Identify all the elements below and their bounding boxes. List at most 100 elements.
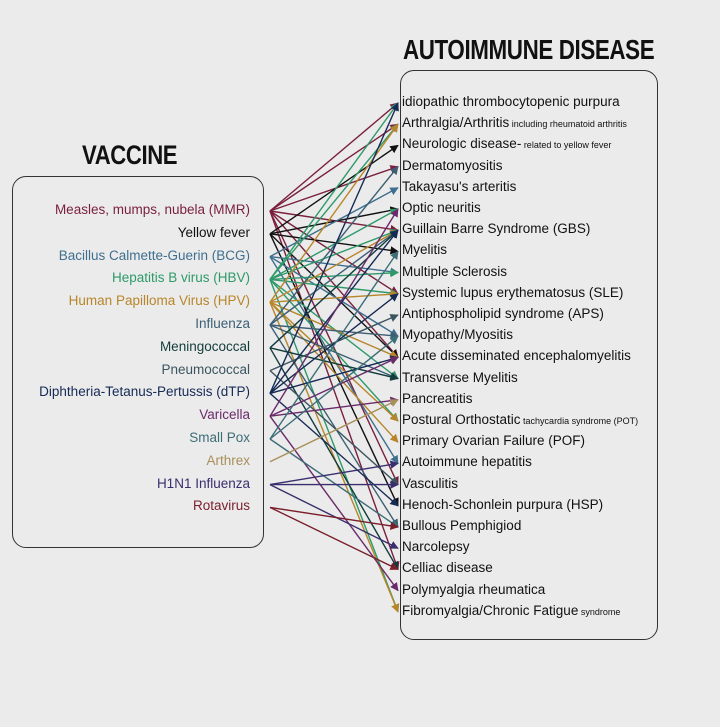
disease-item: Narcolepsy <box>402 539 470 554</box>
disease-label: Vasculitis <box>402 475 459 491</box>
connection-arrow <box>269 396 399 417</box>
disease-label: Myelitis <box>402 242 448 258</box>
disease-item: Systemic lupus erythematosus (SLE) <box>402 285 623 300</box>
disease-item: Celliac disease <box>402 560 493 575</box>
connection-arrow <box>269 210 399 295</box>
disease-item: Postural Orthostatic tachycardia syndrom… <box>402 412 638 427</box>
disease-label: Postural Orthostatic <box>402 412 521 427</box>
disease-label: Primary Ovarian Failure (POF) <box>402 433 586 449</box>
vaccine-item: Rotavirus <box>192 498 250 514</box>
connection-arrow <box>269 102 399 212</box>
vaccine-box <box>12 176 264 548</box>
connection-arrow <box>269 301 399 613</box>
disease-item: Transverse Myelitis <box>402 370 518 385</box>
disease-item: Acute disseminated encephalomyelitis <box>402 348 631 363</box>
connection-arrow <box>269 229 399 349</box>
connection-arrow <box>269 250 399 440</box>
connection-arrow <box>269 392 399 507</box>
connection-arrow <box>269 278 399 380</box>
connection-arrow <box>269 355 399 395</box>
connection-arrow <box>269 324 399 528</box>
disease-label: Acute disseminated encephalomyelitis <box>402 348 631 364</box>
connection-arrow <box>269 399 399 463</box>
connection-arrow <box>269 335 399 440</box>
disease-label: Arthralgia/Arthritis <box>402 115 510 131</box>
connection-arrow <box>269 233 399 255</box>
vaccine-item: Bacillus Calmette-Guerin (BCG) <box>58 247 250 263</box>
vaccine-item: Pneumococcal <box>161 361 250 377</box>
vaccine-item: H1N1 Influenza <box>156 475 250 491</box>
connection-arrow <box>269 301 399 359</box>
vaccine-item: Measles, mumps, nubela (MMR) <box>54 202 250 217</box>
connection-arrow <box>269 506 399 571</box>
vaccine-item: Arthrex <box>206 452 250 468</box>
disease-label: Transverse Myelitis <box>402 369 518 385</box>
connection-arrow <box>269 102 399 280</box>
connection-arrow <box>269 301 399 422</box>
disease-label: Fibromyalgia/Chronic Fatigue <box>402 602 579 618</box>
connection-arrow <box>269 483 399 549</box>
disease-label: Henoch-Schonlein purpura (HSP) <box>402 496 604 512</box>
connection-arrow <box>269 415 399 592</box>
connection-arrow <box>269 256 399 465</box>
disease-item: Antiphospholipid syndrome (APS) <box>402 306 604 321</box>
vaccine-item: Human Papilloma Virus (HPV) <box>68 293 250 309</box>
disease-label: Systemic lupus erythematosus (SLE) <box>402 284 624 300</box>
disease-label: Dermatomyositis <box>402 157 503 173</box>
connection-arrow <box>269 210 399 234</box>
connection-arrow <box>269 165 399 326</box>
connection-arrow <box>269 123 399 212</box>
disease-title: AUTOIMMUNE DISEASE <box>403 34 655 65</box>
connection-arrow <box>269 233 399 507</box>
disease-label: Optic neuritis <box>402 200 481 215</box>
disease-note: related to yellow fever <box>521 140 612 151</box>
connection-arrow <box>269 301 399 443</box>
disease-label: Pancreatitis <box>402 390 473 406</box>
vaccine-item: Hepatitis B virus (HBV) <box>111 270 250 286</box>
disease-label: Celliac disease <box>402 560 493 576</box>
disease-label: idiopathic thrombocytopenic purpura <box>402 94 620 109</box>
connection-arrow <box>269 278 399 422</box>
vaccine-item: Yellow fever <box>177 224 250 240</box>
connection-arrow <box>269 144 399 235</box>
disease-note: syndrome <box>578 606 621 617</box>
disease-label: Polymyalgia rheumatica <box>402 581 546 597</box>
disease-label: Neurologic disease- <box>402 136 522 152</box>
connection-arrow <box>269 256 399 337</box>
vaccine-item: Influenza <box>195 316 250 331</box>
connection-arrow <box>269 228 399 281</box>
connection-arrow <box>269 290 399 303</box>
vaccine-item: Meningococcal <box>159 338 250 354</box>
connection-arrow <box>269 102 399 394</box>
disease-label: Autoimmune hepatitis <box>402 454 532 470</box>
connection-arrow <box>269 278 399 298</box>
disease-item: Vasculitis <box>402 476 458 491</box>
connection-arrow <box>269 347 399 381</box>
connection-arrow <box>269 208 399 281</box>
disease-box <box>400 70 658 640</box>
disease-note: tachycardia syndrome (POT) <box>520 416 639 426</box>
vaccine-item: Diphtheria-Tetanus-Pertussis (dTP) <box>39 384 250 400</box>
disease-label: Takayasu's arteritis <box>402 178 517 194</box>
connection-arrow <box>269 255 399 276</box>
disease-item: idiopathic thrombocytopenic purpura <box>402 94 620 109</box>
disease-item: Primary Ovarian Failure (POF) <box>402 433 585 448</box>
disease-label: Antiphospholipid syndrome (APS) <box>402 306 604 321</box>
disease-item: Henoch-Schonlein purpura (HSP) <box>402 497 603 512</box>
disease-item: Guillain Barre Syndrome (GBS) <box>402 221 590 236</box>
disease-label: Multiple Sclerosis <box>402 263 508 279</box>
vaccine-title: VACCINE <box>82 140 178 170</box>
disease-item: Polymyalgia rheumatica <box>402 582 545 597</box>
disease-label: Bullous Pemphigiod <box>402 518 522 533</box>
disease-item: Arthralgia/Arthritis including rheumatoi… <box>402 115 627 130</box>
connection-arrow <box>269 347 399 571</box>
disease-item: Myopathy/Myositis <box>402 327 513 342</box>
disease-item: Pancreatitis <box>402 391 473 406</box>
disease-item: Bullous Pemphigiod <box>402 518 521 533</box>
disease-item: Neurologic disease- related to yellow fe… <box>402 136 611 151</box>
connection-arrow <box>269 370 399 486</box>
disease-label: Myopathy/Myositis <box>402 327 514 343</box>
disease-item: Multiple Sclerosis <box>402 264 507 279</box>
connection-arrow <box>269 229 399 303</box>
